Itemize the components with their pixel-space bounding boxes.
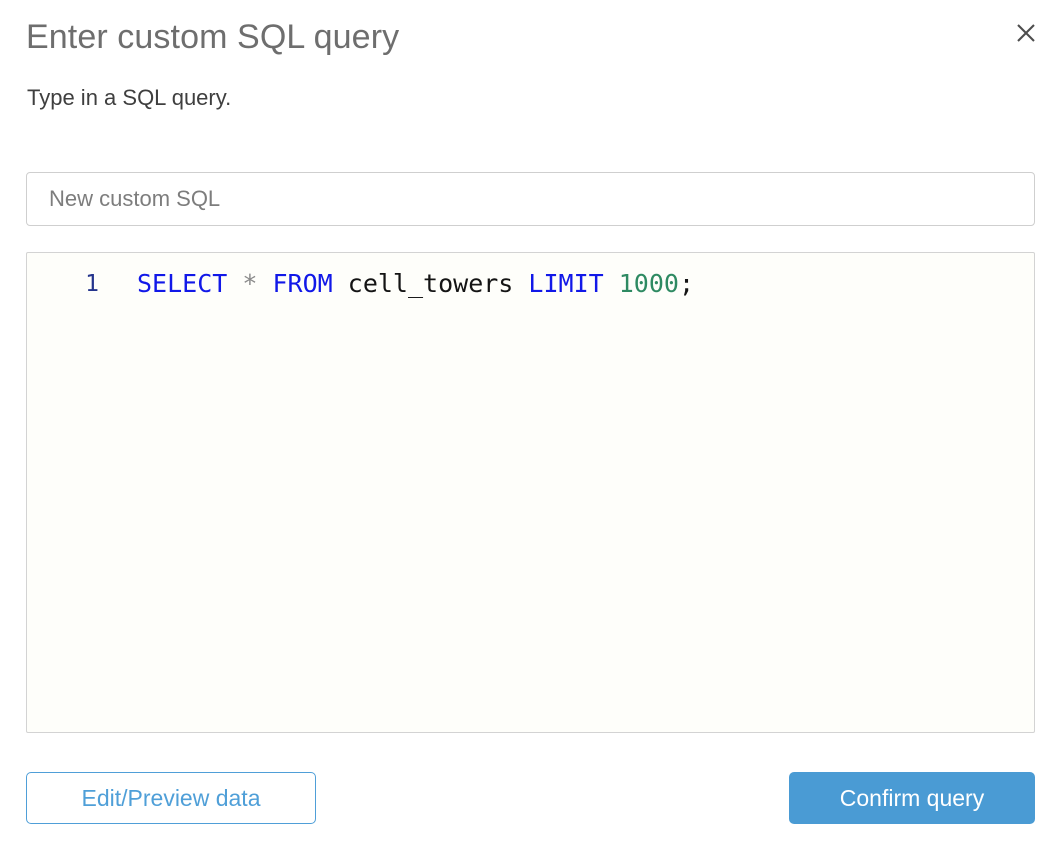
editor-line-1: 1 SELECT * FROM cell_towers LIMIT 1000; (27, 253, 1034, 301)
edit-preview-data-button[interactable]: Edit/Preview data (26, 772, 316, 824)
page-title: Enter custom SQL query (26, 18, 400, 56)
sql-space (333, 269, 348, 298)
line-number: 1 (85, 271, 99, 297)
sql-code-line[interactable]: SELECT * FROM cell_towers LIMIT 1000; (99, 267, 1034, 301)
sql-space (513, 269, 528, 298)
sql-space (604, 269, 619, 298)
sql-space (227, 269, 242, 298)
sql-keyword-select: SELECT (137, 269, 228, 298)
sql-limit-number: 1000 (618, 269, 679, 298)
query-name-input[interactable] (26, 172, 1035, 226)
close-icon[interactable] (1011, 18, 1041, 48)
dialog-subtitle: Type in a SQL query. (27, 85, 232, 110)
sql-semicolon: ; (678, 269, 695, 298)
sql-editor[interactable]: 1 SELECT * FROM cell_towers LIMIT 1000; (26, 252, 1035, 733)
sql-keyword-limit: LIMIT (528, 269, 604, 298)
confirm-query-button[interactable]: Confirm query (789, 772, 1035, 824)
sql-keyword-from: FROM (272, 269, 333, 298)
sql-table-name: cell_towers (347, 269, 514, 298)
sql-star-operator: * (242, 269, 258, 298)
sql-space (257, 269, 272, 298)
